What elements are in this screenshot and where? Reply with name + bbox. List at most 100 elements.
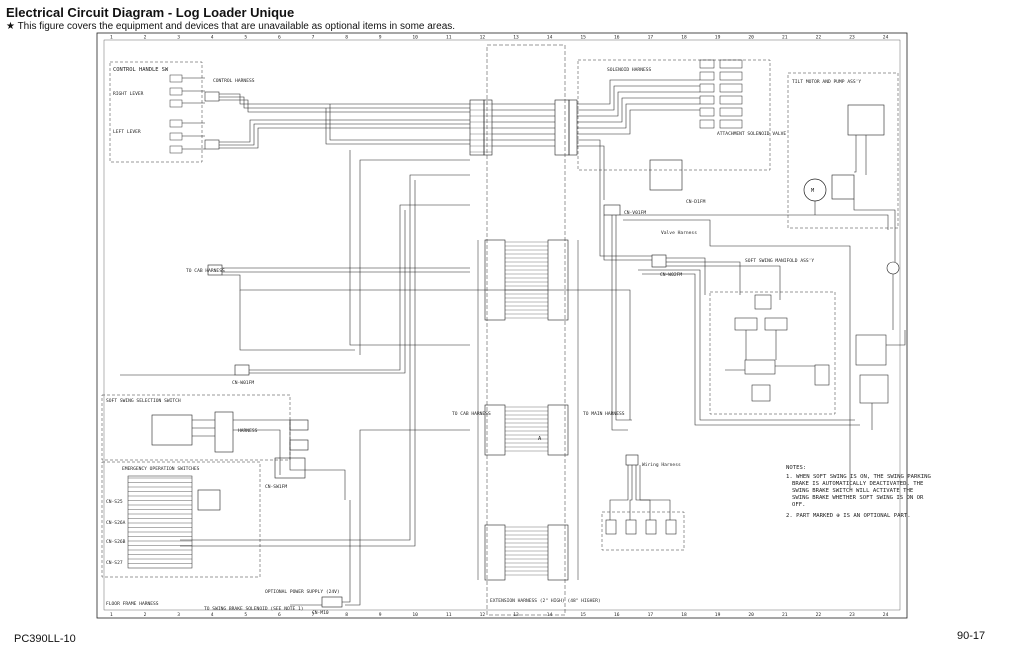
motor-housing: [831, 174, 855, 200]
attachment-connector: [649, 159, 683, 191]
grid-number: 18: [681, 35, 687, 41]
extension-connector: [484, 239, 506, 321]
diagram-inner-frame: [103, 39, 901, 611]
control-harness-label: CONTROL HARNESS: [213, 78, 255, 84]
extension-blocks: [477, 239, 579, 581]
center-bus-wires: [492, 79, 700, 200]
extension-connector: [484, 524, 506, 581]
lever-block: [109, 61, 203, 163]
grid-number: 4: [211, 612, 214, 618]
extension-connector: [547, 404, 569, 456]
cab-connector: [207, 264, 223, 276]
grid-number: 4: [211, 35, 214, 41]
grid-number: 9: [379, 612, 382, 618]
grid-number: 24: [883, 35, 889, 41]
notes-heading: NOTES:: [786, 465, 806, 471]
grid-number: 14: [547, 35, 553, 41]
grid-number: 5: [244, 35, 247, 41]
grid-number: 16: [614, 612, 620, 618]
grid-number: 9: [379, 35, 382, 41]
optional-power-label: OPTIONAL POWER SUPPLY (24V): [265, 589, 340, 595]
grid-number: 13: [513, 35, 519, 41]
connector-lower: [204, 139, 220, 150]
soft-swing-manifold: [709, 291, 836, 415]
extension-harness-label: EXTENSION HARNESS (2" HIGH) (48" HIGHER): [490, 598, 601, 604]
center-connector-d: [568, 99, 578, 156]
grid-number: 20: [748, 35, 754, 41]
soft-swing-connector: [214, 411, 234, 453]
bottom-wires: [180, 174, 470, 606]
to-main-label: TO MAIN HARNESS: [583, 411, 625, 417]
page-subtitle: ★ This figure covers the equipment and d…: [6, 21, 456, 32]
floor-frame-label: FLOOR FRAME HARNESS: [106, 601, 159, 607]
cn-m10-label: CN-M10: [312, 610, 329, 616]
grid-number: 10: [412, 35, 418, 41]
cn-w02-connector: [651, 254, 667, 268]
cn-s27-label: CN-S27: [106, 560, 123, 566]
to-swing-brake-label: TO SWING BRAKE SOLENOID (SEE NOTE 1): [204, 606, 304, 612]
cn-w01-connector: [234, 364, 250, 376]
grid-number: 6: [278, 35, 281, 41]
emergency-label: EMERGENCY OPERATION SWITCHES: [122, 466, 200, 472]
soft-swing-sel-label: SOFT SWING SELECTION SWITCH: [106, 398, 181, 404]
connector-upper: [204, 91, 220, 102]
center-connector-b: [483, 99, 493, 156]
left-lever-label: LEFT LEVER: [113, 129, 141, 135]
lever-wires: [182, 77, 470, 150]
ground-wires: [120, 204, 470, 376]
right-lever-label: RIGHT LEVER: [113, 91, 144, 97]
right-side-wires: [620, 214, 889, 490]
grid-number: 8: [345, 35, 348, 41]
attachment-valve-label: ATTACHMENT SOLENOID VALVE: [717, 131, 786, 137]
emergency-switch-bank: [127, 475, 193, 569]
extension-connector: [484, 404, 506, 456]
cn-v01-connector: [603, 204, 621, 216]
grid-number: 1: [110, 612, 113, 618]
grid-number: 11: [446, 612, 452, 618]
grid-number: 19: [715, 612, 721, 618]
soft-swing-selection-block: [101, 394, 291, 461]
emergency-relay: [197, 489, 221, 511]
wiring-harness-branches: [605, 465, 677, 535]
cab-wires: [222, 150, 631, 420]
note-1d: SWING BRAKE WHETHER SOFT SWING IS ON OR: [792, 495, 924, 501]
grid-number: 21: [782, 35, 788, 41]
grid-number: 10: [412, 612, 418, 618]
grid-number: 17: [648, 35, 654, 41]
soft-swing-label: SOFT SWING MANIFOLD ASS'Y: [745, 258, 814, 264]
harness-connector-1: [289, 419, 309, 431]
to-cab-label: TO CAB HARNESS: [186, 268, 225, 274]
cn-s26b-label: CN-S26B: [106, 539, 126, 545]
grid-number: 5: [244, 612, 247, 618]
grid-number: 3: [177, 35, 180, 41]
grid-number: 2: [144, 35, 147, 41]
cn-d1-label: CN-D1FM: [686, 199, 706, 205]
tilt-motor-icon: [803, 178, 827, 202]
extension-connector: [547, 524, 569, 581]
center-connector-pins: [470, 103, 492, 153]
note-1a: 1. WHEN SOFT SWING IS ON, THE SWING PARK…: [786, 474, 931, 480]
to-cab-label-left: TO CAB HARNESS: [452, 411, 491, 417]
note-2: 2. PART MARKED ⊕ IS AN OPTIONAL PART.: [786, 513, 911, 519]
cn-w01-label: CN-W01FM: [232, 380, 254, 386]
page-title: Electrical Circuit Diagram - Log Loader …: [6, 5, 295, 20]
cn-s26a-label: CN-S26A: [106, 520, 126, 526]
grid-number: 19: [715, 35, 721, 41]
grid-number: 11: [446, 35, 452, 41]
tilt-wiring: [814, 135, 896, 330]
grid-number: 15: [580, 612, 586, 618]
grid-number: 22: [816, 612, 822, 618]
note-1c: SWING BRAKE SWITCH WILL ACTIVATE THE: [792, 488, 914, 494]
note-1b: BRAKE IS AUTOMATICALLY DEACTIVATED. THE: [792, 481, 924, 487]
tilt-motor-label: TILT MOTOR AND PUMP ASS'Y: [792, 79, 861, 85]
grid-number: 3: [177, 612, 180, 618]
control-handle-label: CONTROL HANDLE SW: [113, 67, 169, 73]
grid-number: 21: [782, 612, 788, 618]
diagram-frame: [96, 32, 908, 619]
grid-number: 17: [648, 612, 654, 618]
grid-number: 24: [883, 612, 889, 618]
cn-v01-label: CN-V01FM: [624, 210, 646, 216]
harness-connector-2: [289, 439, 309, 451]
sw1-connector: [274, 457, 306, 479]
